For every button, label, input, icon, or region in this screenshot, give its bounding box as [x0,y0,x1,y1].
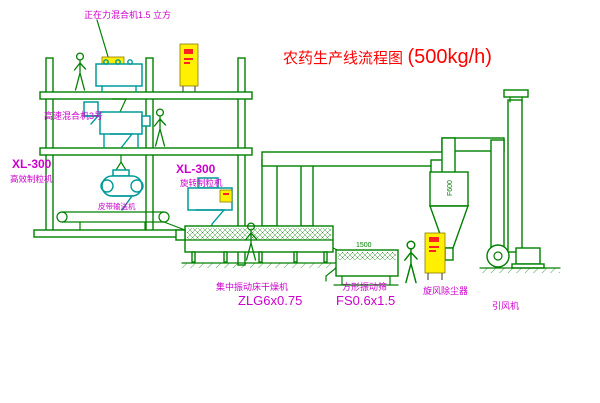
vibrating-sieve [325,247,399,286]
worker-figure-4 [404,240,418,284]
label-granulator-left-model: XL-300 [12,157,52,171]
fan-motor [515,247,541,265]
exhaust-fan-and-stack [479,89,561,273]
label-cyclone: 旋风除尘器 [423,285,468,296]
worker-figure-1 [73,52,87,91]
dim-duct-diameter: F600 [447,180,454,196]
dim-sieve-length: 1500 [356,242,372,249]
label-top-mixer: 正在力混合机1.5 立方 [84,9,171,20]
title-main: 农药生产线流程图 [283,50,403,67]
fan-scroll [486,244,510,268]
cyclone-separator [429,137,505,261]
title-capacity: (500kg/h) [407,46,492,68]
label-granulator-right-model: XL-300 [176,162,216,176]
diagram-title: 农药生产线流程图 (500kg/h) [283,46,492,68]
fluid-bed-dryer [175,225,341,268]
label-granulator-right-name: 旋转制粒机 [180,178,223,188]
duct-system [261,151,447,227]
second-floor-mixer [83,101,151,149]
control-cabinet-right [424,232,446,280]
leader-line [96,19,110,61]
label-sieve-model: FS0.6x1.5 [336,293,395,308]
top-mixer-machine [95,19,143,119]
label-fan: 引风机 [492,300,519,311]
granulator-left [100,154,144,211]
worker-figure-2 [153,108,167,147]
label-sieve-name: 方形振动筛 [342,281,387,292]
belt-conveyor [56,211,186,231]
label-dryer-name: 集中振动床干燥机 [216,281,288,292]
label-high-speed-mixer: 高速混合机3号 [44,110,103,121]
label-granulator-left-name: 高效制粒机 [10,174,53,184]
label-dryer-model: ZLG6x0.75 [238,293,302,308]
control-cabinet-top [179,43,199,92]
label-belt-conveyor: 皮带输送机 [98,201,136,211]
